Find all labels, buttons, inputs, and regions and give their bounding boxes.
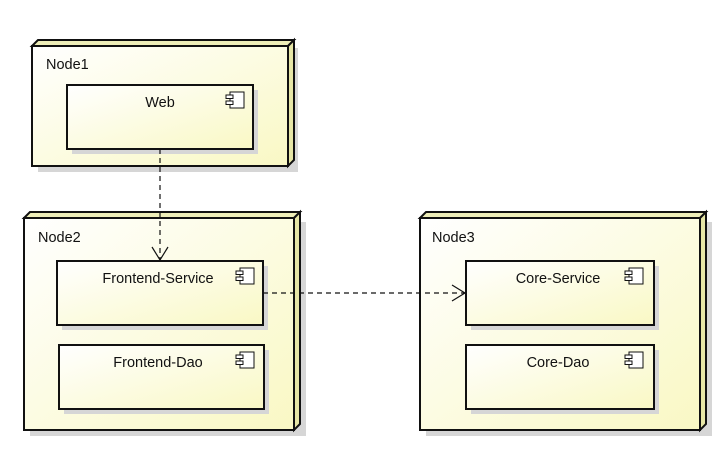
component-core-dao[interactable]: Core-Dao xyxy=(465,344,659,414)
component-frontend-dao[interactable]: Frontend-Dao xyxy=(58,344,269,414)
component-label: Frontend-Dao xyxy=(113,355,202,371)
dependency-web-to-frontend-service[interactable] xyxy=(151,149,169,262)
uml-component-icon xyxy=(235,267,255,285)
uml-component-icon xyxy=(235,351,255,369)
dependency-frontend-service-to-core-service[interactable] xyxy=(263,284,467,302)
uml-component-icon xyxy=(624,351,644,369)
component-core-service[interactable]: Core-Service xyxy=(465,260,659,330)
uml-component-icon xyxy=(225,91,245,109)
component-label: Core-Dao xyxy=(527,355,590,371)
component-web[interactable]: Web xyxy=(66,84,258,154)
node-label: Node3 xyxy=(432,230,475,246)
component-frontend-service[interactable]: Frontend-Service xyxy=(56,260,268,330)
component-label: Web xyxy=(145,95,175,111)
uml-component-icon xyxy=(624,267,644,285)
component-label: Core-Service xyxy=(516,271,601,287)
node-label: Node2 xyxy=(38,230,81,246)
node-label: Node1 xyxy=(46,57,89,73)
component-label: Frontend-Service xyxy=(102,271,213,287)
